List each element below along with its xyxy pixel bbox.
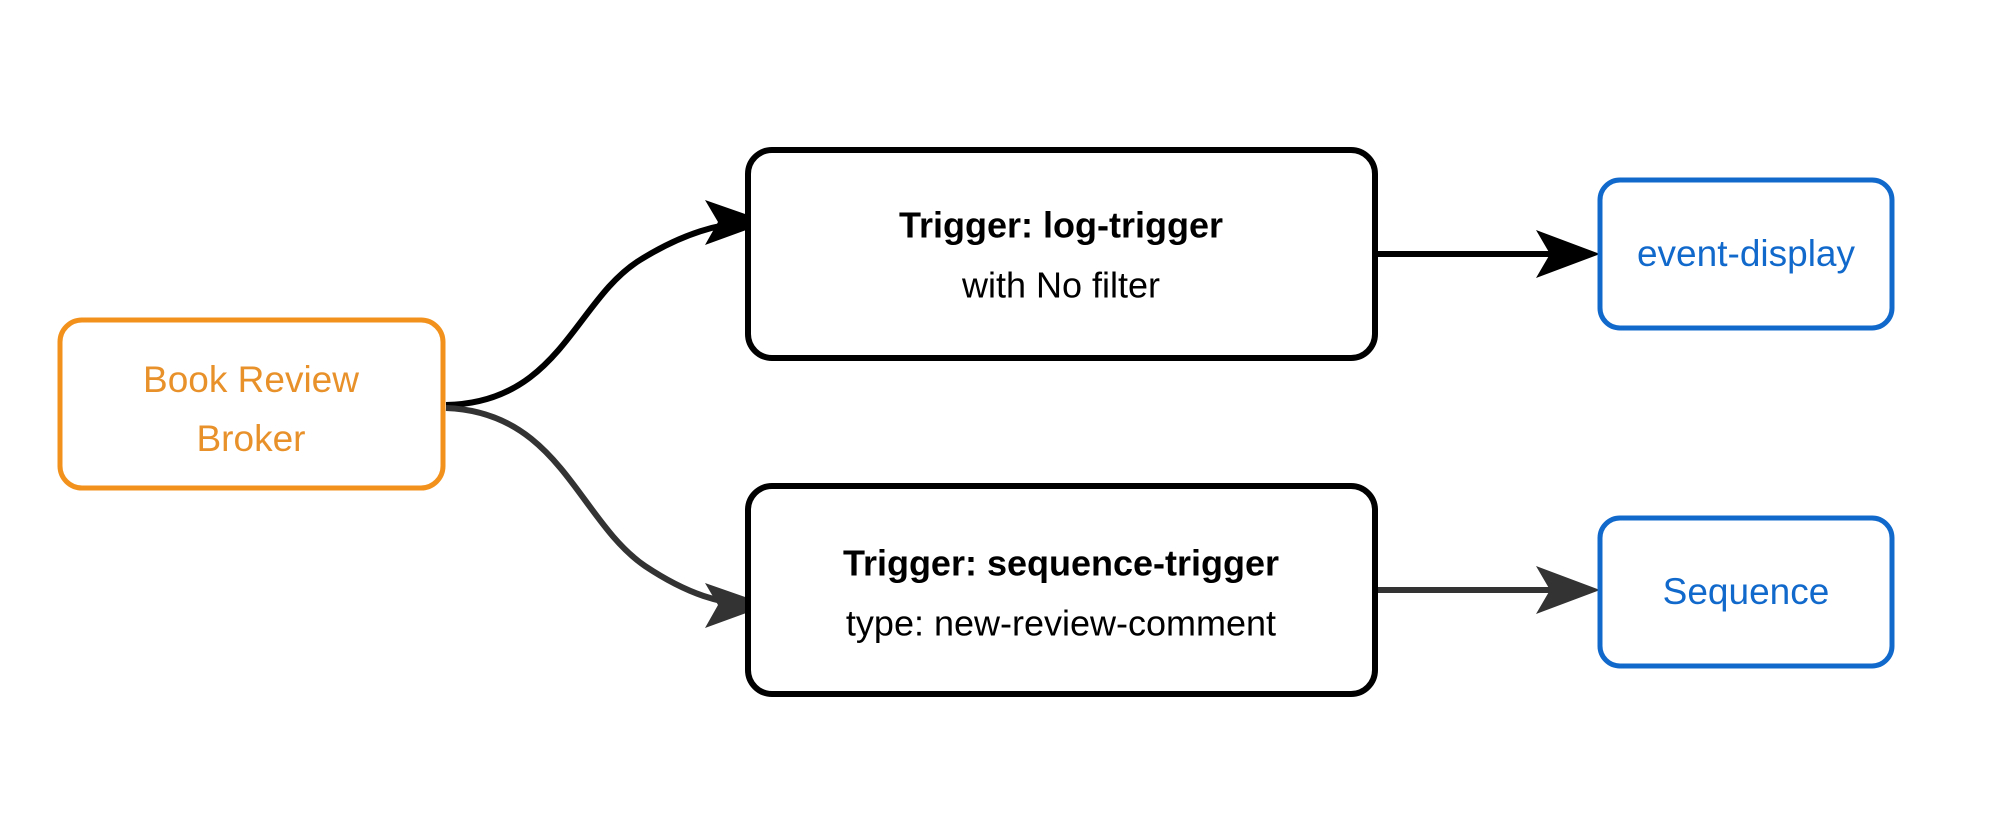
node-sequence-trigger[interactable]: Trigger: sequence-trigger type: new-revi…	[745, 483, 1378, 697]
edge-broker-to-log-trigger	[445, 200, 768, 408]
sequence-box[interactable]	[1597, 515, 1895, 669]
sequence-trigger-title: Trigger: sequence-trigger	[843, 543, 1279, 584]
sequence-trigger-box[interactable]	[745, 483, 1378, 697]
arrowhead-broker-sequence-trigger	[705, 583, 768, 628]
arrowhead-log-trigger-event-display	[1536, 230, 1600, 278]
edge-sequence-trigger-to-sequence	[1378, 566, 1600, 614]
broker-label-line1: Book Review	[143, 359, 359, 400]
node-log-trigger[interactable]: Trigger: log-trigger with No filter	[745, 147, 1378, 361]
node-event-display[interactable]: event-display	[1597, 177, 1895, 331]
log-trigger-box[interactable]	[745, 147, 1378, 361]
log-trigger-subtitle: with No filter	[961, 265, 1160, 306]
arrowhead-sequence-trigger-sequence	[1536, 566, 1600, 614]
node-sequence[interactable]: Sequence	[1597, 515, 1895, 669]
node-book-review-broker[interactable]: Book Review Broker	[57, 317, 446, 491]
edge-log-trigger-to-event-display	[1378, 230, 1600, 278]
sequence-label: Sequence	[1663, 571, 1830, 612]
log-trigger-title: Trigger: log-trigger	[899, 205, 1223, 246]
edge-path-broker-sequence-trigger	[445, 405, 749, 608]
broker-label-line2: Broker	[197, 418, 306, 459]
arrowhead-broker-log-trigger	[705, 200, 768, 245]
sequence-trigger-subtitle: type: new-review-comment	[846, 603, 1276, 644]
broker-box[interactable]	[57, 317, 446, 491]
event-display-label: event-display	[1637, 233, 1856, 274]
edge-path-broker-log-trigger	[445, 219, 749, 408]
edge-broker-to-sequence-trigger	[445, 405, 768, 628]
event-display-box[interactable]	[1597, 177, 1895, 331]
